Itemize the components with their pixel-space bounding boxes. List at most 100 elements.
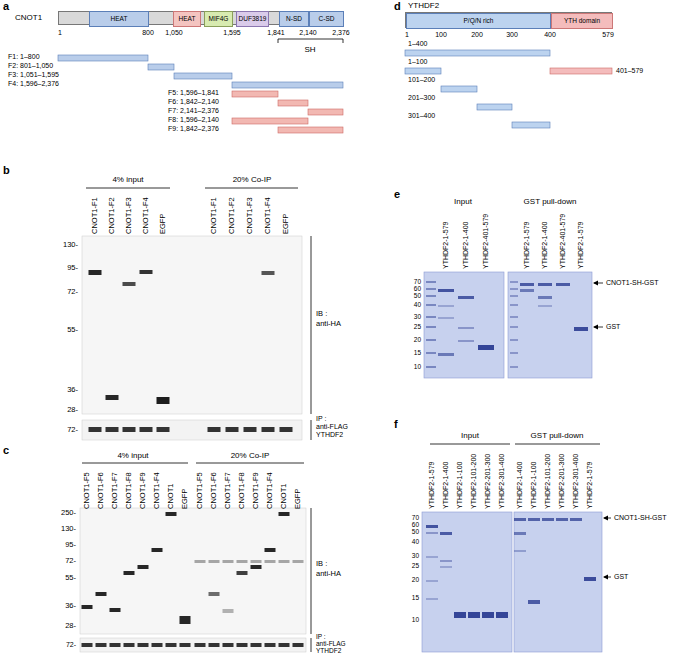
lane-label: YTHDF2-1-579 <box>428 462 436 509</box>
marker-size: 40 <box>414 301 421 308</box>
lane-label: CNOT1-F6 <box>210 472 218 509</box>
gel-band <box>478 345 494 350</box>
lane-label: CNOT1 <box>167 484 175 509</box>
gel-band <box>180 643 191 647</box>
residue-number: 1 <box>405 31 409 39</box>
gel-band <box>482 612 494 618</box>
fragment-bar <box>174 73 232 79</box>
panel-letter: b <box>3 164 10 176</box>
lane-label: CNOT1-F4 <box>142 197 150 234</box>
group-label: GST pull-down <box>524 198 577 207</box>
gel-band <box>166 643 177 647</box>
gel-band <box>106 427 119 432</box>
lane-label: EGFP <box>282 214 290 234</box>
band-label: CNOT1-SH-GST <box>614 514 667 522</box>
gel-band <box>223 560 234 563</box>
gel-band <box>82 643 93 647</box>
fragment-label: F2: 801–1,050 <box>8 62 53 70</box>
gel-band <box>279 643 290 647</box>
lane-label: YTHDF2-301-400 <box>572 454 580 509</box>
antibody-label: anti-HA <box>316 570 341 578</box>
blot-bracket <box>311 236 312 414</box>
residue-number: 579 <box>602 31 614 39</box>
domain-name: YTH domain <box>564 18 600 25</box>
marker-size: 25 <box>414 323 421 330</box>
protein-name: YTHDF2 <box>408 2 439 11</box>
domain-box: YTH domain <box>551 13 613 29</box>
gel-band <box>538 296 552 299</box>
marker-size: 10 <box>414 363 421 370</box>
fragment-label: F8: 1,596–2,140 <box>168 116 219 124</box>
lane-label: YTHDF2-101-200 <box>544 454 552 509</box>
gel-band <box>293 643 304 647</box>
fragment-bar <box>278 127 343 133</box>
gel-band <box>293 560 304 563</box>
lane-label: YTHDF2-201-300 <box>558 454 566 509</box>
antibody-label: anti-FLAG <box>316 640 346 647</box>
marker-size: 20 <box>414 336 421 343</box>
marker-size: 15 <box>414 349 421 356</box>
lane-label: CNOT1-F5 <box>196 472 204 509</box>
domain-box: P/Q/N rich <box>406 13 551 29</box>
gel-band <box>458 340 474 342</box>
blot-membrane <box>80 508 306 634</box>
group-line <box>196 463 304 464</box>
fragment-bar <box>58 55 148 61</box>
lane-label: YTHDF2-401-579 <box>559 214 567 269</box>
gel-band <box>514 550 526 552</box>
residue-number: 300 <box>506 31 518 39</box>
gel-band <box>510 295 518 297</box>
protein-name: CNOT1 <box>15 14 42 23</box>
antibody-label: anti-FLAG <box>316 423 348 431</box>
gel <box>508 272 592 378</box>
lane-label: CNOT1-F4 <box>264 197 272 234</box>
gel-band <box>262 271 275 275</box>
gel-band <box>426 366 436 368</box>
fragment-bar <box>405 50 550 56</box>
gel-band <box>440 566 452 568</box>
gel-band <box>140 270 153 274</box>
residue-number: 1,595 <box>223 29 241 37</box>
fragment-bar <box>278 100 308 106</box>
gel-band <box>251 560 262 563</box>
gel-band <box>426 326 436 328</box>
lane-label: CNOT1-F2 <box>108 197 116 234</box>
gel-band <box>152 548 163 552</box>
gel-band <box>510 366 518 368</box>
marker-size: 95- <box>65 541 76 549</box>
gel-band <box>426 525 438 528</box>
gel-band <box>520 289 534 292</box>
lane-label: YTHDF2-1-579 <box>577 222 585 269</box>
residue-number: 2,140 <box>299 29 317 37</box>
gel-band <box>180 616 191 624</box>
blot-strip <box>82 420 302 440</box>
marker-size: 36- <box>65 602 76 610</box>
panel-letter: a <box>3 0 9 12</box>
gel-band <box>426 339 436 341</box>
marker-size: 55- <box>65 574 76 582</box>
gel-band <box>510 316 518 318</box>
blot-bracket <box>311 638 312 652</box>
gel-band <box>265 548 276 552</box>
fragment-bar <box>477 104 512 110</box>
gel-band <box>510 326 518 328</box>
gel-band <box>209 643 220 647</box>
lane-label: YTHDF2-301-400 <box>498 454 506 509</box>
fragment-label: F5: 1,596–1,841 <box>168 89 219 97</box>
marker-size: 72- <box>65 557 76 565</box>
gel-band <box>514 532 526 535</box>
panel-letter: d <box>394 0 401 12</box>
lane-label: CNOT1-F4 <box>266 472 274 509</box>
gel-band <box>426 304 436 306</box>
gel-band <box>426 580 438 582</box>
residue-number: 1 <box>58 29 62 37</box>
marker-size: 60 <box>414 285 421 292</box>
blot-strip <box>80 638 306 652</box>
gel-band <box>123 427 136 432</box>
marker-size: 95- <box>67 264 78 272</box>
lane-label: EGFP <box>181 489 189 509</box>
gel-band <box>510 288 518 290</box>
lane-label: CNOT1-F7 <box>111 472 119 509</box>
domain-box: HEAT <box>89 11 149 27</box>
gel-band <box>209 560 220 563</box>
